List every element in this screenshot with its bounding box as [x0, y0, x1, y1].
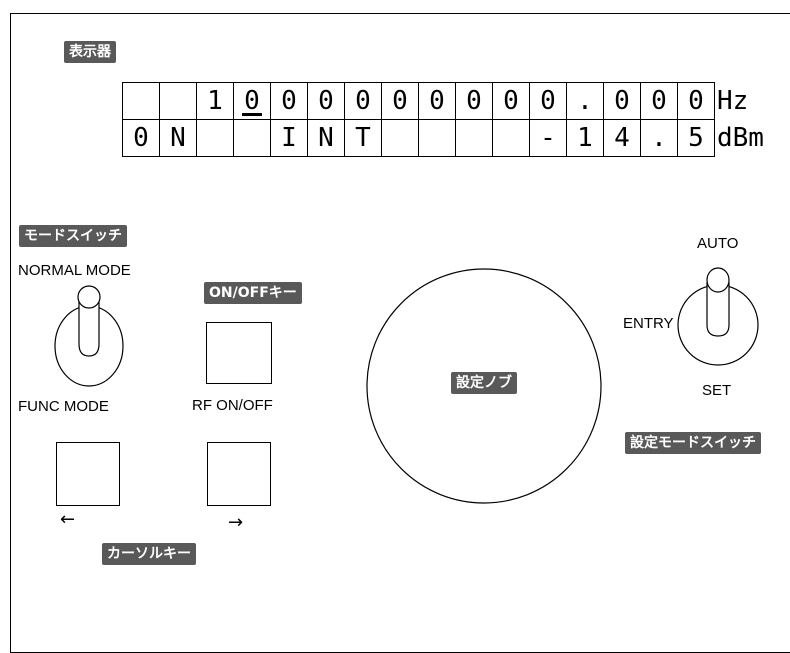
- frequency-digit: 0: [604, 83, 641, 120]
- cursor-right-button[interactable]: [207, 442, 271, 506]
- level-char: [456, 120, 493, 157]
- level-char: 4: [604, 120, 641, 157]
- mode-toggle-switch[interactable]: [40, 280, 140, 390]
- level-char: -: [530, 120, 567, 157]
- level-char: [197, 120, 234, 157]
- level-char: I: [271, 120, 308, 157]
- level-char: N: [308, 120, 345, 157]
- frequency-digit: 0: [678, 83, 715, 120]
- func-mode-label: FUNC MODE: [18, 398, 109, 415]
- cursor-left-button[interactable]: [56, 442, 120, 506]
- rf-onoff-label: RF ON/OFF: [192, 397, 273, 414]
- auto-label: AUTO: [697, 235, 739, 252]
- level-char: .: [641, 120, 678, 157]
- level-unit: dBm: [717, 123, 764, 153]
- display-tag: 表示器: [64, 41, 116, 63]
- right-arrow-icon: →: [228, 512, 244, 533]
- level-char: N: [160, 120, 197, 157]
- set-mode-toggle-switch[interactable]: [670, 262, 770, 372]
- level-char: 5: [678, 120, 715, 157]
- frequency-digit: 0: [345, 83, 382, 120]
- frequency-digit: 0: [456, 83, 493, 120]
- level-char: 1: [567, 120, 604, 157]
- frequency-digit: 0: [308, 83, 345, 120]
- frequency-digit: 0: [530, 83, 567, 120]
- frequency-digit: 0: [382, 83, 419, 120]
- knob-tag: 設定ノブ: [451, 372, 517, 394]
- rf-onoff-button[interactable]: [206, 322, 272, 384]
- level-char: [493, 120, 530, 157]
- left-arrow-icon: ←: [60, 509, 76, 530]
- frequency-digit: 0: [641, 83, 678, 120]
- frequency-digit: 0: [234, 83, 271, 120]
- frequency-unit: Hz: [717, 86, 749, 116]
- frequency-digit: [123, 83, 160, 120]
- onoff-key-tag: ON/OFFキー: [204, 282, 302, 304]
- level-char: [234, 120, 271, 157]
- level-char: [382, 120, 419, 157]
- level-char: 0: [123, 120, 160, 157]
- frequency-digit: 0: [493, 83, 530, 120]
- frequency-digit: .: [567, 83, 604, 120]
- level-char: [419, 120, 456, 157]
- frequency-digit: 0: [271, 83, 308, 120]
- mode-switch-tag: モードスイッチ: [19, 225, 127, 247]
- frequency-digit: [160, 83, 197, 120]
- entry-label: ENTRY: [623, 315, 674, 332]
- level-char: T: [345, 120, 382, 157]
- set-label: SET: [702, 382, 732, 399]
- set-mode-switch-tag: 設定モードスイッチ: [625, 432, 761, 454]
- normal-mode-label: NORMAL MODE: [18, 262, 131, 279]
- frequency-digit: 1: [197, 83, 234, 120]
- cursor-keys-tag: カーソルキー: [102, 543, 196, 565]
- frequency-digit: 0: [419, 83, 456, 120]
